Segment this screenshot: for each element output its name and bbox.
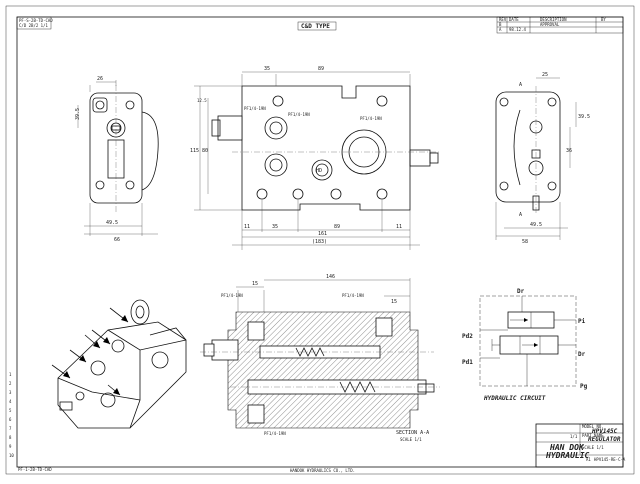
- model-label: MODEL NO.: [582, 424, 604, 429]
- rev-row1-rev: B: [499, 22, 502, 27]
- left-dim-49-5: 49.5: [106, 220, 118, 226]
- circuit-port-pg: Pg: [580, 383, 588, 390]
- revision-block: REV DATE DESCRIPTION BY B APPROVAL A 98.…: [496, 16, 624, 34]
- copyright-text: HANDOK HYDRAULICS CO., LTD.: [290, 468, 355, 473]
- ruler-number: 10: [9, 453, 14, 458]
- rev-header-2: DESCRIPTION: [540, 17, 567, 22]
- left-dim-26: 26: [97, 76, 103, 82]
- circuit-port-pd1: Pd1: [462, 359, 473, 366]
- circuit-title: HYDRAULIC CIRCUIT: [483, 395, 546, 402]
- right-section-a-bottom: A: [519, 212, 522, 218]
- part-label: PART NAME: [582, 433, 604, 438]
- hd-logo-icon: HD: [316, 168, 322, 174]
- part-name: REGULATOR: [588, 436, 621, 443]
- inner-frame: [16, 16, 624, 468]
- rev-header-0: REV: [499, 17, 507, 22]
- type-label: C&D TYPE: [301, 23, 330, 30]
- ruler-number: 9: [9, 444, 12, 449]
- section-view: 15 146 15 PF1/4-19N PF1/4-19N PF1/4-19N …: [200, 274, 440, 442]
- ruler-number: 4: [9, 399, 12, 404]
- right-dim-49-5: 49.5: [530, 222, 542, 228]
- left-dim-39-5: 39.5: [75, 108, 81, 120]
- rev-row2-date: 98.12.4: [509, 27, 526, 32]
- title-block: MODEL NO. HPV145C PART NAME REGULATOR 1/…: [535, 423, 626, 468]
- ruler-number: 1: [9, 372, 12, 377]
- hydraulic-circuit: Dr Pi Dr Pd2 Pd1 Pg HYDRAULIC CIRCUIT: [462, 288, 588, 402]
- front-port-label-1: PF1/4-19N: [244, 106, 266, 111]
- circuit-port-dr-top: Dr: [517, 288, 525, 295]
- front-dim-80: 80: [202, 148, 208, 154]
- front-dim-11-left: 11: [244, 224, 250, 230]
- front-dim-183: (183): [312, 239, 327, 245]
- ruler-number: 5: [9, 408, 12, 413]
- outer-frame: [5, 5, 635, 475]
- section-port-label-1: PF1/4-19N: [221, 293, 243, 298]
- rev-row2-rev: A: [499, 27, 502, 32]
- left-side-view: 26 39.5 49.5 66: [75, 76, 159, 243]
- right-section-a-top: A: [519, 82, 522, 88]
- bottom-left-code: PF-1-2B-TD-CAD: [18, 467, 52, 472]
- section-dim-15-right: 15: [391, 299, 397, 305]
- section-scale: SCALE 1/1: [400, 437, 422, 442]
- front-dim-11-right: 11: [396, 224, 402, 230]
- ruler-number: 2: [9, 381, 12, 386]
- right-dim-36: 36: [566, 148, 572, 154]
- front-dim-89-bottom: 89: [334, 224, 340, 230]
- front-view: HD PF1/4-19N PF1/4-19N PF1/4-19N 35 89 1…: [190, 66, 440, 250]
- drawing-number: HPV145-RE-C-A: [594, 457, 626, 462]
- section-dim-15-left: 15: [252, 281, 258, 287]
- left-dim-66: 66: [114, 237, 120, 243]
- circuit-port-pd2: Pd2: [462, 333, 473, 340]
- circuit-port-pi: Pi: [578, 318, 586, 325]
- ruler-number: 7: [9, 426, 12, 431]
- front-dim-35-top: 35: [264, 66, 270, 72]
- front-dim-89-top: 89: [318, 66, 324, 72]
- section-title: SECTION A-A: [396, 430, 429, 436]
- type-label-box: C&D TYPE: [297, 21, 337, 31]
- sheet-number: 1/1: [570, 434, 578, 439]
- right-side-view: A 25 39.5 36 49.5 58 A: [495, 72, 590, 245]
- ruler-number: 6: [9, 417, 12, 422]
- isometric-view: [51, 299, 187, 429]
- section-port-label-2: PF1/4-19N: [342, 293, 364, 298]
- front-dim-115: 115: [190, 148, 199, 154]
- title-size: A1: [586, 457, 591, 462]
- stamp-sub: C/D 2B/2 1/1: [19, 23, 48, 28]
- front-dim-12-5: 12.5: [197, 98, 207, 103]
- right-dim-25: 25: [542, 72, 548, 78]
- section-port-label-3: PF1/4-19N: [264, 431, 286, 436]
- model-number: HPV145C: [591, 428, 618, 435]
- circuit-port-dr-right: Dr: [578, 351, 586, 358]
- sheet-stamp: PF-S-2B-TD-CAD C/D 2B/2 1/1: [16, 16, 53, 30]
- company-name-2: HYDRAULIC: [545, 451, 590, 460]
- rev-header-3: BY: [601, 17, 606, 22]
- company-name: HAN DOK: [549, 443, 585, 452]
- front-dim-161: 161: [318, 231, 327, 237]
- rev-row1-desc: APPROVAL: [540, 22, 560, 27]
- right-dim-39-5: 39.5: [578, 114, 590, 120]
- ruler-number: 3: [9, 390, 12, 395]
- rev-header-1: DATE: [509, 17, 519, 22]
- left-ruler: 1 2 3 4 5 6 7 8 9 10: [9, 372, 14, 458]
- ruler-number: 8: [9, 435, 12, 440]
- front-dim-35-bottom: 35: [272, 224, 278, 230]
- stamp-code: PF-S-2B-TD-CAD: [19, 18, 53, 23]
- right-dim-58: 58: [522, 239, 528, 245]
- front-port-label-2: PF1/4-19N: [288, 112, 310, 117]
- front-port-label-3: PF1/4-19N: [360, 116, 382, 121]
- title-scale: SCALE 1/1: [582, 445, 604, 450]
- section-dim-146: 146: [326, 274, 335, 280]
